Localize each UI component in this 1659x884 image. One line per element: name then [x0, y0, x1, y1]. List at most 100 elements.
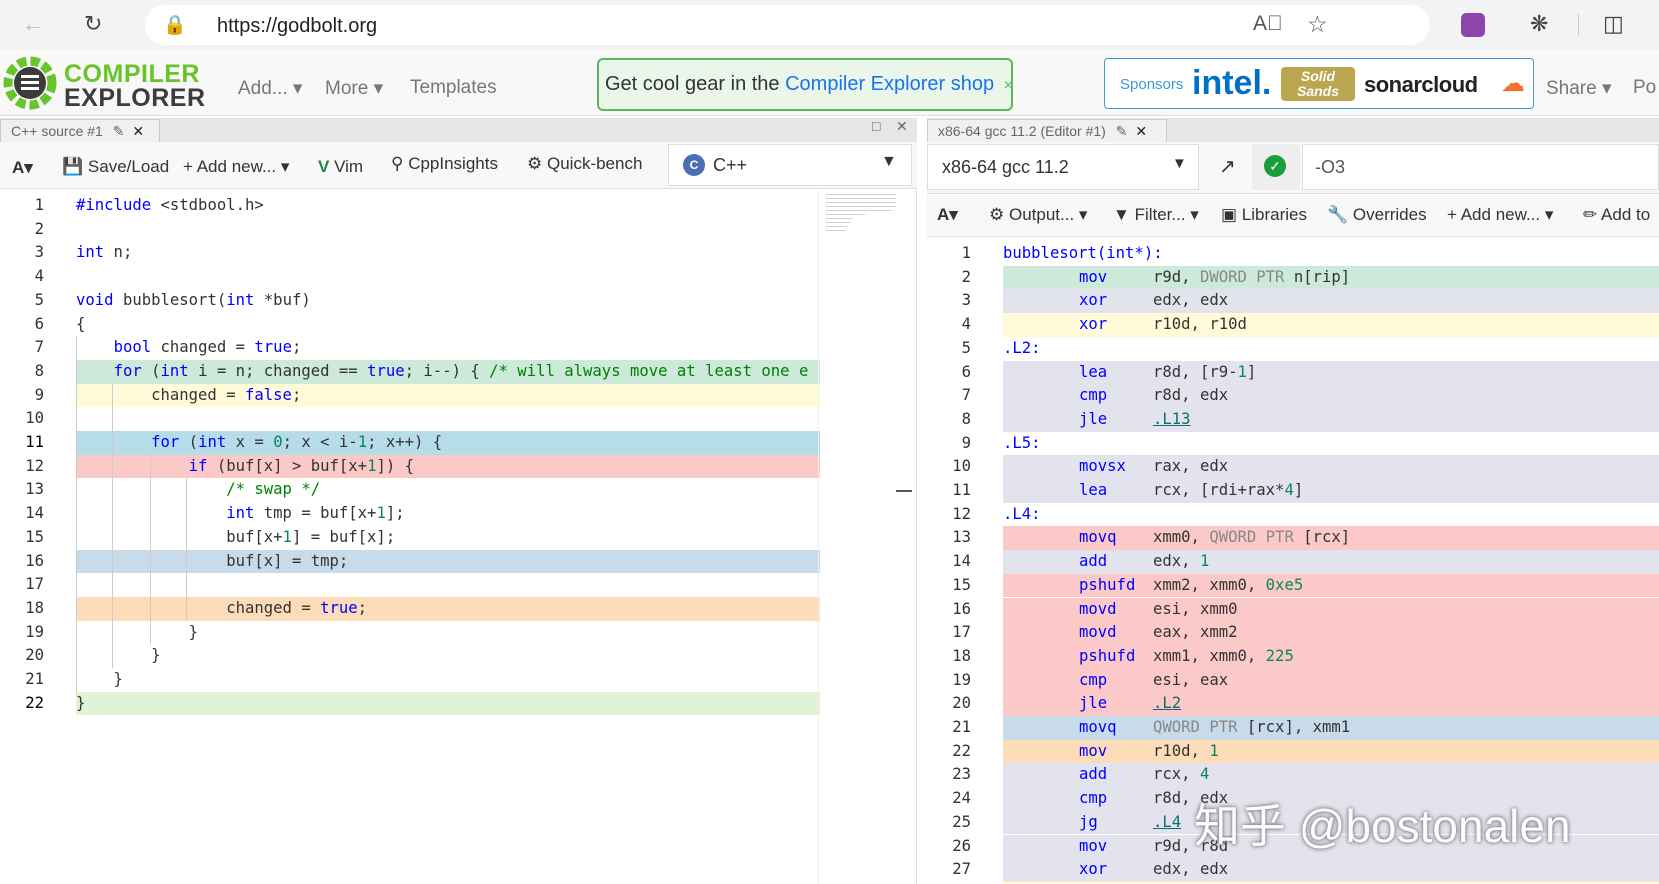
source-line[interactable]: buf[x+1] = buf[x];: [76, 527, 396, 546]
add-new-button[interactable]: + Add new... ▾: [1447, 205, 1554, 224]
source-line[interactable]: buf[x] = tmp;: [76, 549, 820, 574]
source-line[interactable]: void bubblesort(int *buf): [76, 290, 311, 309]
filter-menu[interactable]: ▼ Filter... ▾: [1113, 205, 1199, 224]
add-new-button[interactable]: + Add new... ▾: [183, 157, 290, 176]
tab-cpp-source[interactable]: C++ source #1 ✎ ✕: [0, 119, 160, 142]
popout-icon[interactable]: ↗: [1219, 156, 1236, 178]
source-line[interactable]: for (int x = 0; x < i-1; x++) {: [76, 431, 820, 455]
source-line[interactable]: [76, 218, 820, 242]
quick-bench-button[interactable]: ⚙ Quick-bench: [527, 154, 643, 173]
cppinsights-button[interactable]: ⚲ CppInsights: [391, 154, 498, 173]
source-line[interactable]: changed = false;: [76, 383, 820, 408]
tab-compiler[interactable]: x86-64 gcc 11.2 (Editor #1) ✎ ✕: [927, 119, 1167, 142]
shop-close-button[interactable]: ×: [1003, 77, 1013, 94]
source-line[interactable]: for (int i = n; changed == true; i--) { …: [76, 359, 820, 384]
source-line[interactable]: [76, 573, 820, 597]
source-line[interactable]: if (buf[x] > buf[x+1]) {: [76, 454, 820, 479]
back-arrow-icon[interactable]: ←: [22, 11, 44, 36]
extensions-puzzle-icon[interactable]: ❋: [1530, 11, 1549, 36]
asm-line[interactable]: jle.L13: [1003, 407, 1659, 432]
save-load-button[interactable]: 💾 Save/Load: [62, 157, 170, 176]
compiler-select[interactable]: x86-64 gcc 11.2 ▼: [927, 144, 1199, 190]
asm-line[interactable]: .L4:: [1003, 503, 1659, 527]
address-bar[interactable]: 🔒 https://godbolt.org A⃣ ☆: [145, 5, 1430, 45]
nav-templates[interactable]: Templates: [410, 77, 497, 98]
source-line[interactable]: bool changed = true;: [113, 338, 302, 357]
asm-line[interactable]: .L2:: [1003, 337, 1659, 361]
sonarcloud-logo[interactable]: sonarcloud: [1364, 72, 1478, 97]
maximize-icon[interactable]: □: [872, 118, 881, 134]
pane-close-icon[interactable]: ✕: [896, 118, 908, 134]
source-line[interactable]: }: [76, 622, 199, 641]
libraries-button[interactable]: ▣ Libraries: [1221, 205, 1307, 224]
font-size-button[interactable]: A▾: [12, 158, 33, 177]
output-menu[interactable]: ⚙ Output... ▾: [989, 205, 1088, 224]
source-line[interactable]: [76, 265, 820, 289]
split-screen-icon[interactable]: ◫: [1603, 11, 1624, 36]
source-line[interactable]: {: [76, 314, 86, 333]
compiler-tab-bar: x86-64 gcc 11.2 (Editor #1) ✎ ✕: [927, 118, 1659, 142]
font-size-button[interactable]: A▾: [937, 205, 958, 224]
scrollbar-thumb[interactable]: [896, 490, 912, 492]
read-aloud-icon[interactable]: A⃣: [1253, 12, 1283, 35]
compiler-explorer-logo-icon[interactable]: [2, 55, 58, 111]
close-icon[interactable]: ✕: [1135, 123, 1148, 139]
source-line[interactable]: /* swap */: [226, 480, 321, 499]
asm-line[interactable]: .L5:: [1003, 432, 1659, 456]
compile-status[interactable]: ✓: [1252, 144, 1300, 190]
refresh-icon[interactable]: ↻: [84, 11, 103, 36]
overrides-button[interactable]: 🔧 Overrides: [1327, 205, 1427, 224]
shop-link[interactable]: Compiler Explorer shop: [785, 73, 995, 95]
extension-chatgpt-icon[interactable]: [1461, 13, 1485, 37]
share-menu[interactable]: Share ▾: [1546, 78, 1612, 99]
source-line[interactable]: }: [76, 670, 123, 688]
source-line[interactable]: #include <stdbool.h>: [76, 196, 264, 214]
close-icon[interactable]: ✕: [132, 123, 145, 139]
favorite-star-icon[interactable]: ☆: [1307, 11, 1328, 37]
source-line[interactable]: int tmp = buf[x+1];: [226, 504, 405, 523]
vim-toggle-button[interactable]: V Vim: [318, 157, 364, 176]
nav-more-menu[interactable]: More ▾: [325, 78, 384, 99]
source-line[interactable]: [76, 407, 820, 431]
asm-line[interactable]: jg.L4: [1003, 810, 1659, 835]
source-line[interactable]: changed = true;: [76, 596, 820, 621]
nav-add-menu[interactable]: Add... ▾: [238, 78, 303, 99]
source-line[interactable]: }: [76, 691, 820, 716]
language-select[interactable]: C C++ ▼: [668, 144, 912, 186]
compiler-options-input[interactable]: -O3: [1302, 144, 1659, 190]
edit-pencil-icon[interactable]: ✎: [112, 123, 125, 139]
source-line[interactable]: int n;: [76, 243, 133, 262]
policies-menu[interactable]: Po: [1633, 77, 1657, 98]
asm-line[interactable]: jle.L2: [1003, 692, 1659, 716]
add-tool-button[interactable]: ✏ Add to: [1583, 205, 1651, 224]
minimap[interactable]: [826, 194, 896, 234]
edit-pencil-icon[interactable]: ✎: [1115, 123, 1128, 139]
asm-line[interactable]: bubblesort(int*):: [1003, 242, 1659, 266]
url-text[interactable]: https://godbolt.org: [217, 15, 378, 37]
source-line[interactable]: }: [76, 646, 161, 665]
intel-logo[interactable]: intel.: [1192, 64, 1272, 102]
